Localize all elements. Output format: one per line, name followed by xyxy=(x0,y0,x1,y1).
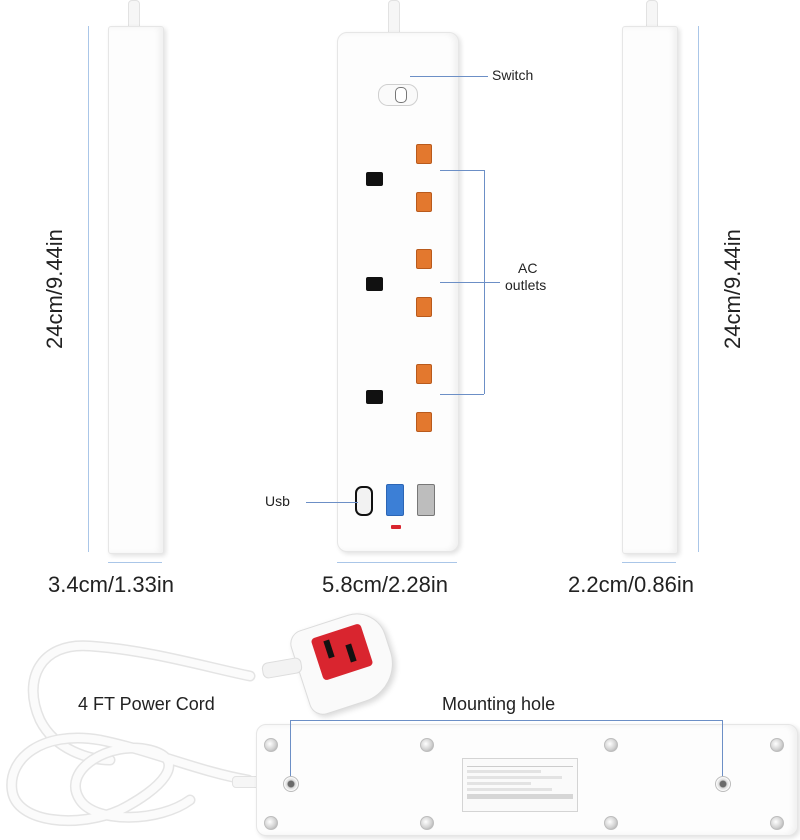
foot-screw xyxy=(264,816,278,830)
mounting-hole-label: Mounting hole xyxy=(442,694,556,714)
strip-front-view xyxy=(337,32,459,552)
spec-label-line xyxy=(467,770,542,773)
outlet-2-live-pin xyxy=(416,249,432,269)
foot-screw xyxy=(604,738,618,752)
usb-c-port xyxy=(355,486,373,516)
spec-label-plate xyxy=(462,758,578,812)
mounting-bracket-left xyxy=(290,720,291,782)
spec-label-line xyxy=(467,776,563,779)
width-dimension-line-right xyxy=(622,562,676,563)
width-dimension-line-center xyxy=(337,562,457,563)
switch-indicator-icon xyxy=(395,87,407,103)
foot-screw xyxy=(770,738,784,752)
ac-bracket-top xyxy=(440,170,484,171)
mounting-hole-right xyxy=(715,776,731,792)
usb-indicator-light xyxy=(391,525,401,529)
spec-label-line xyxy=(467,788,552,791)
usb-label: Usb xyxy=(265,493,290,509)
outlet-3-earth-pin xyxy=(366,390,383,404)
power-cord-center xyxy=(388,0,400,36)
width-label-right: 2.2cm/0.86in xyxy=(568,572,694,597)
strip-side-view-left xyxy=(108,26,164,554)
height-label-left: 24cm/9.44in xyxy=(42,229,67,349)
outlet-1-neutral-pin xyxy=(416,192,432,212)
strip-side-view-right xyxy=(622,26,678,554)
width-dimension-line-left xyxy=(108,562,162,563)
cord-label: 4 FT Power Cord xyxy=(78,694,215,714)
spec-label-line xyxy=(467,782,531,785)
foot-screw xyxy=(264,738,278,752)
certification-marks xyxy=(467,794,573,799)
usb-a-port-2 xyxy=(417,484,435,516)
usb-callout-line xyxy=(306,502,358,503)
coiled-power-cord xyxy=(6,640,256,826)
mounting-bracket-right xyxy=(722,720,723,782)
outlet-3-neutral-pin xyxy=(416,412,432,432)
foot-screw xyxy=(604,816,618,830)
outlet-2-earth-pin xyxy=(366,277,383,291)
mounting-bracket-top xyxy=(290,720,722,721)
height-dimension-line-left xyxy=(88,26,89,552)
width-label-center: 5.8cm/2.28in xyxy=(322,572,448,597)
foot-screw xyxy=(420,738,434,752)
switch-label: Switch xyxy=(492,67,534,83)
outlet-1-earth-pin xyxy=(366,172,383,186)
switch-callout-line xyxy=(410,76,488,77)
outlet-2-neutral-pin xyxy=(416,297,432,317)
ac-bracket-middle xyxy=(440,282,500,283)
outlet-3-live-pin xyxy=(416,364,432,384)
height-label-right: 24cm/9.44in xyxy=(720,229,745,349)
mounting-hole-left xyxy=(283,776,299,792)
spec-label-line xyxy=(467,761,573,767)
outlet-1-live-pin xyxy=(416,144,432,164)
foot-screw xyxy=(420,816,434,830)
width-label-left: 3.4cm/1.33in xyxy=(48,572,174,597)
ac-outlets-label-line1: AC xyxy=(518,260,538,276)
height-dimension-line-right xyxy=(698,26,699,552)
usb-a-port-1 xyxy=(386,484,404,516)
foot-screw xyxy=(770,816,784,830)
ac-bracket-bottom xyxy=(440,394,484,395)
ac-outlets-label-line2: outlets xyxy=(505,277,547,293)
